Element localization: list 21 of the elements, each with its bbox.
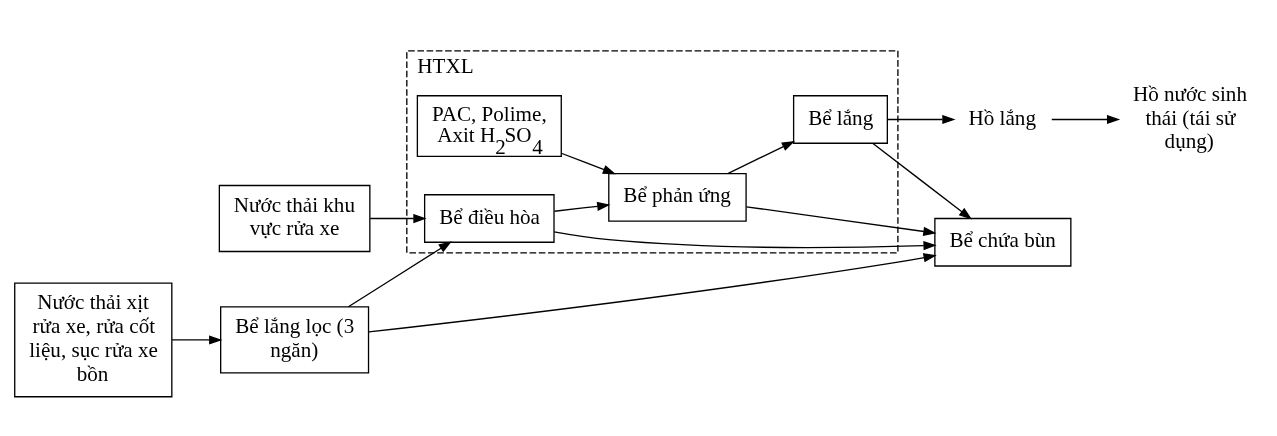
node-box: Bể lắng (792, 94, 888, 144)
node-box: Nước thải khu vực rửa xe (218, 184, 371, 252)
node-box: Bể phản ứng (608, 172, 747, 222)
arrow (171, 334, 223, 345)
node-box: Bể chứa bùn (934, 217, 1072, 267)
arrow (553, 201, 611, 212)
arrow (553, 230, 937, 250)
arrow (727, 140, 795, 174)
arrow (745, 205, 937, 236)
arrow (347, 240, 452, 307)
node-box: Bể điều hòa (423, 193, 555, 243)
arrow (560, 152, 617, 174)
arrow (369, 213, 427, 223)
node-box: Bể lắng lọc (3 ngăn) (220, 305, 370, 374)
arrow (1051, 114, 1121, 124)
arrow (368, 252, 937, 333)
arrow (886, 114, 956, 124)
node-box: Nước thải xịt rửa xe, rửa cốt liệu, sục rửa xe bồn (14, 282, 173, 397)
node-text: Hồ lắng (968, 105, 1036, 130)
arrow (872, 142, 973, 220)
node-text: Hồ nước sinh thái (tái sử dụng) (1132, 81, 1247, 153)
